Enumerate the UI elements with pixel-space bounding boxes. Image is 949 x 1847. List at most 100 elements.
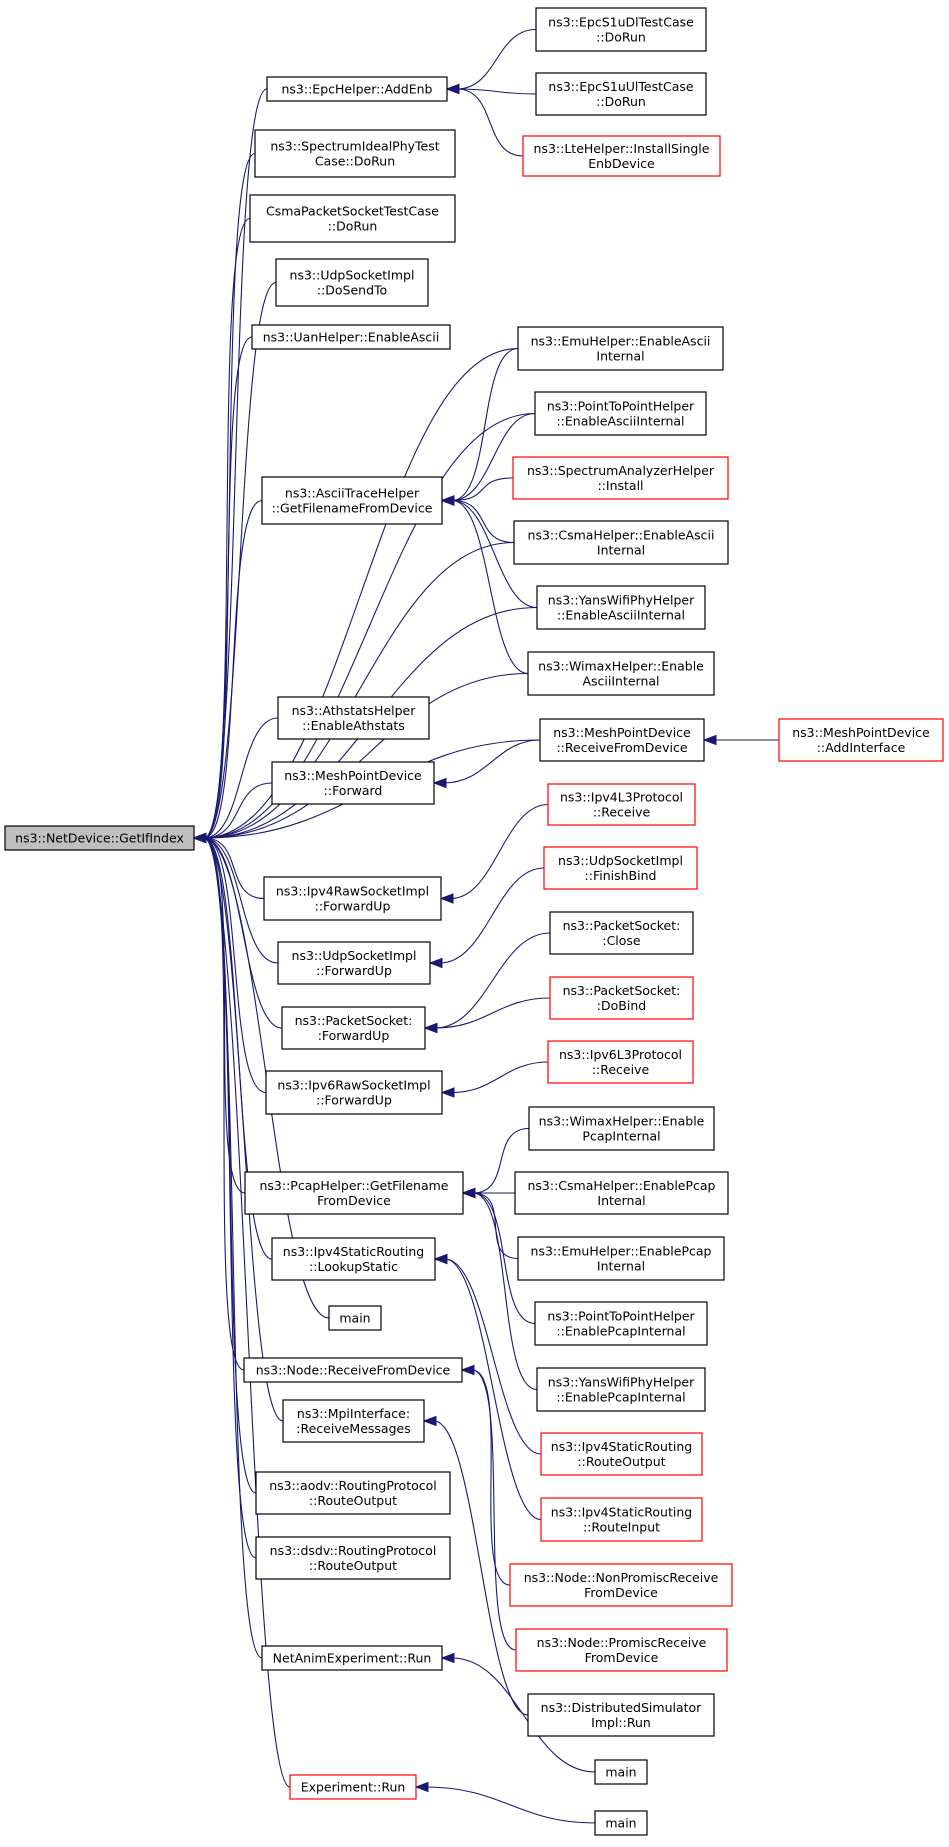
node-box (265, 1070, 443, 1115)
edge-line (456, 28, 537, 90)
graph-node-emu-enablepcap[interactable]: ns3::EmuHelper::EnablePcapInternal (517, 1236, 725, 1281)
graph-node-p2p-enableascii[interactable]: ns3::PointToPointHelper::EnableAsciiInte… (534, 391, 707, 436)
graph-node-spectrum-analyzer-install[interactable]: ns3::SpectrumAnalyzerHelper::Install (512, 456, 729, 500)
node-label: ::DoRun (596, 94, 646, 109)
call-edge (702, 734, 780, 746)
graph-node-epcs1udl-dorun[interactable]: ns3::EpcS1uDlTestCase::DoRun (535, 7, 707, 52)
node-label: Internal (597, 1193, 645, 1208)
graph-node-p2p-enablepcap[interactable]: ns3::PointToPointHelper::EnablePcapInter… (534, 1301, 708, 1346)
graph-node-node-receivefromdevice[interactable]: ns3::Node::ReceiveFromDevice (243, 1357, 463, 1383)
graph-node-ipv4static-lookup[interactable]: ns3::Ipv4StaticRouting::LookupStatic (271, 1237, 436, 1281)
graph-node-wimax-enablepcap[interactable]: ns3::WimaxHelper::EnablePcapInternal (528, 1106, 715, 1151)
graph-node-experiment-run[interactable]: Experiment::Run (289, 1774, 417, 1800)
graph-node-packetsocket-close[interactable]: ns3::PacketSocket::Close (549, 911, 694, 955)
graph-node-mpi-receivemessages[interactable]: ns3::MpiInterface::ReceiveMessages (282, 1399, 425, 1443)
call-edge (423, 932, 551, 1034)
node-label: ::ForwardUp (316, 1093, 392, 1108)
edge-line (451, 347, 519, 502)
call-edge (432, 739, 541, 789)
graph-node-uan-enableascii[interactable]: ns3::UanHelper::EnableAscii (251, 324, 451, 350)
graph-node-mesh-addinterface[interactable]: ns3::MeshPointDevice::AddInterface (778, 718, 944, 762)
graph-node-csma-enablepcap[interactable]: ns3::CsmaHelper::EnablePcapInternal (514, 1171, 729, 1215)
edge-line (203, 336, 253, 839)
graph-node-yans-enablepcap[interactable]: ns3::YansWifiPhyHelper::EnablePcapIntern… (536, 1367, 706, 1412)
edge-line (443, 739, 541, 784)
graph-node-ipv4static-routeinput[interactable]: ns3::Ipv4StaticRouting::RouteInput (540, 1497, 703, 1542)
graph-node-epcs1uul-dorun[interactable]: ns3::EpcS1uUlTestCase::DoRun (535, 72, 707, 116)
node-label: Internal (596, 349, 644, 364)
edge-line (425, 1786, 596, 1824)
graph-node-udp-finishbind[interactable]: ns3::UdpSocketImpl::FinishBind (543, 846, 698, 890)
node-label: ns3::Ipv4StaticRouting (551, 1439, 692, 1454)
graph-node-udp-dosendto[interactable]: ns3::UdpSocketImpl::DoSendTo (275, 258, 429, 307)
node-label: ::FinishBind (585, 868, 657, 883)
node-box (4, 825, 195, 851)
arrowhead-icon (702, 734, 717, 746)
node-box (522, 135, 721, 177)
node-label: ns3::PacketSocket: (295, 1013, 413, 1028)
graph-node-packetsocket-forwardup[interactable]: ns3::PacketSocket::ForwardUp (281, 1006, 426, 1050)
graph-node-emu-enableascii[interactable]: ns3::EmuHelper::EnableAsciiInternal (517, 326, 724, 371)
graph-node-csma-enableascii[interactable]: ns3::CsmaHelper::EnableAsciiInternal (513, 520, 729, 565)
node-label: FromDevice (585, 1650, 659, 1665)
arrowhead-icon (432, 777, 447, 789)
call-edge (192, 832, 265, 900)
graph-node-mesh-receivefromdevice[interactable]: ns3::MeshPointDevice::ReceiveFromDevice (539, 718, 705, 762)
node-box (271, 1237, 436, 1281)
edge-line (434, 932, 551, 1029)
arrowhead-icon (439, 893, 454, 904)
node-label: main (605, 1816, 636, 1831)
graph-node-main-3[interactable]: main (594, 1810, 648, 1836)
node-label: ns3::Node::ReceiveFromDevice (256, 1363, 451, 1378)
graph-node-main-1[interactable]: main (328, 1305, 382, 1331)
graph-node-epc-addenb[interactable]: ns3::EpcHelper::AddEnb (266, 76, 448, 102)
arrowhead-icon (461, 1187, 476, 1199)
graph-node-wimax-enableascii[interactable]: ns3::WimaxHelper::EnableAsciiInternal (527, 651, 715, 696)
graph-node-pcap-getfilename[interactable]: ns3::PcapHelper::GetFilenameFromDevice (244, 1171, 464, 1215)
graph-node-netanim-run[interactable]: NetAnimExperiment::Run (261, 1645, 443, 1671)
graph-node-dsdv-routeoutput[interactable]: ns3::dsdv::RoutingProtocol::RouteOutput (255, 1536, 451, 1580)
graph-node-udp-forwardup[interactable]: ns3::UdpSocketImpl::ForwardUp (277, 941, 431, 985)
node-label: ns3::Ipv6RawSocketImpl (277, 1078, 430, 1093)
edge-line (203, 541, 515, 839)
arrowhead-icon (440, 1652, 455, 1664)
graph-node-athstats-enable[interactable]: ns3::AthstatsHelper::EnableAthstats (277, 696, 430, 740)
node-box (540, 1497, 703, 1542)
node-label: ns3::EpcHelper::AddEnb (281, 82, 432, 97)
graph-node-ipv6raw-forwardup[interactable]: ns3::Ipv6RawSocketImpl::ForwardUp (265, 1070, 443, 1115)
call-edge (461, 1187, 519, 1260)
node-box (271, 761, 435, 805)
graph-node-mesh-forward[interactable]: ns3::MeshPointDevice::Forward (271, 761, 435, 805)
node-label: ns3::PointToPointHelper (547, 399, 695, 414)
graph-node-ipv4raw-forwardup[interactable]: ns3::Ipv4RawSocketImpl::ForwardUp (263, 876, 442, 921)
call-edge (192, 832, 291, 1788)
graph-node-ipv4l3-receive[interactable]: ns3::Ipv4L3Protocol::Receive (547, 783, 696, 826)
node-label: ::ForwardUp (316, 963, 392, 978)
node-label: Internal (597, 543, 645, 558)
call-edge (192, 832, 284, 1422)
node-label: ns3::SpectrumAnalyzerHelper (527, 463, 715, 478)
graph-node-csma-packet-socket-dorun[interactable]: CsmaPacketSocketTestCase::DoRun (249, 194, 456, 243)
node-box (289, 1774, 417, 1800)
graph-node-ipv4static-routeoutput[interactable]: ns3::Ipv4StaticRouting::RouteOutput (540, 1432, 703, 1476)
node-label: Impl::Run (591, 1715, 651, 1730)
graph-node-getifindex[interactable]: ns3::NetDevice::GetIfIndex (4, 825, 195, 851)
node-label: ns3::Ipv6L3Protocol (559, 1047, 682, 1062)
graph-node-main-2[interactable]: main (594, 1759, 648, 1785)
call-edge (192, 281, 277, 844)
edge-line (203, 837, 263, 1659)
edges-layer (192, 28, 780, 1824)
graph-node-packetsocket-dobind[interactable]: ns3::PacketSocket::DoBind (549, 976, 694, 1020)
graph-node-ascii-getfilename[interactable]: ns3::AsciiTraceHelper::GetFilenameFromDe… (261, 476, 443, 525)
graph-node-aodv-routeoutput[interactable]: ns3::aodv::RoutingProtocol::RouteOutput (255, 1471, 451, 1515)
node-box (534, 391, 707, 436)
graph-node-ipv6l3-receive[interactable]: ns3::Ipv6L3Protocol::Receive (547, 1040, 694, 1084)
node-box (514, 1171, 729, 1215)
node-box (539, 718, 705, 762)
graph-node-yans-enableascii[interactable]: ns3::YansWifiPhyHelper::EnableAsciiInter… (536, 585, 706, 630)
